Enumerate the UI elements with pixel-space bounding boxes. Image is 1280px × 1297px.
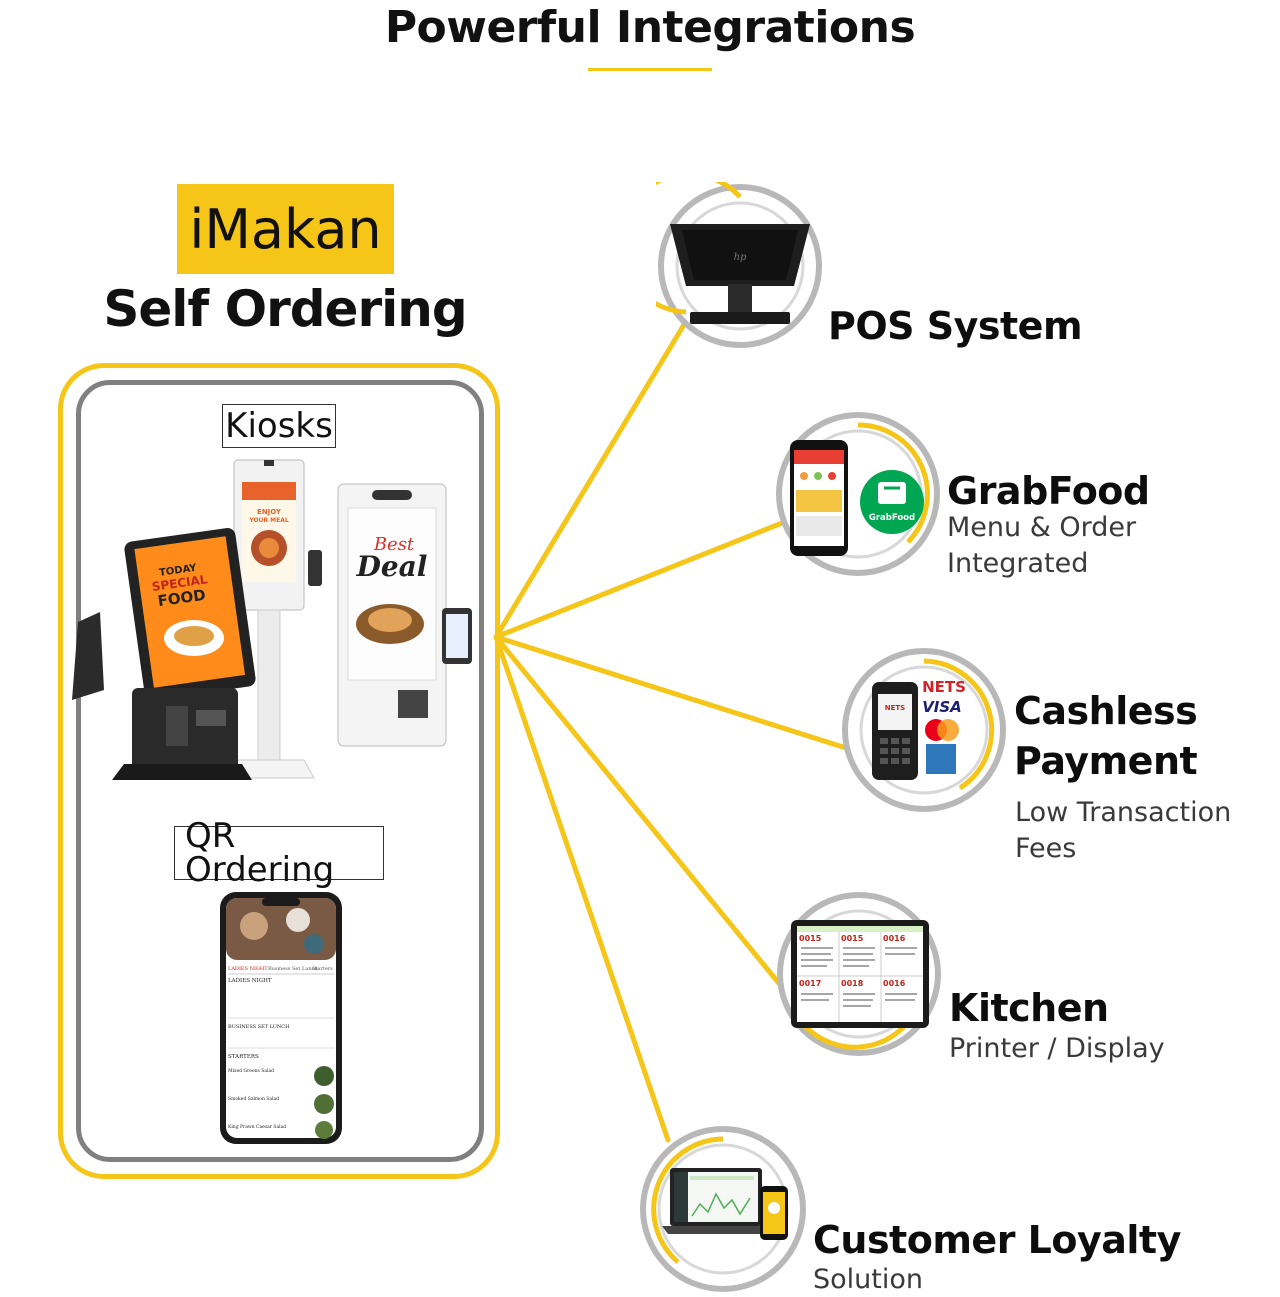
kiosk-mid-line1: ENJOY [257,508,282,516]
integration-loyalty-title: Customer Loyalty [813,1218,1181,1262]
integration-grabfood-title: GrabFood [947,469,1150,513]
integration-cashless-title: Cashless [1014,689,1198,733]
pos-terminal-icon: hp [670,224,810,324]
brand-logo-box: iMakan [177,184,394,274]
phone-icon [790,440,848,556]
kitchen-order-1: 0015 [799,934,822,943]
connector-loyalty [493,634,671,1143]
page-title: Powerful Integrations [384,2,916,53]
kiosk-right-script1: Best [373,534,415,555]
integration-kitchen-title: Kitchen [949,986,1109,1030]
svg-text:NETS: NETS [885,704,905,712]
integration-pos-title: POS System [828,304,1083,348]
self-ordering-inner-frame [76,380,484,1162]
connector-pos [493,315,691,640]
grabfood-badge-icon: GrabFood [860,470,924,534]
loyalty-phone-icon [760,1186,788,1240]
integration-grabfood-subtitle-1: Menu & Order [947,512,1137,543]
qr-ordering-label: QR Ordering [174,819,384,887]
qr-tab-3: Starters [312,966,333,972]
cashless-payment-node: NETS NETS VISA [842,648,1006,812]
card-brands-icon: NETS VISA [922,678,966,774]
title-underline [588,68,712,71]
kitchen-order-4: 0017 [799,979,821,988]
connector-kitchen [493,634,789,995]
countertop-kiosk-left: TODAY SPECIAL FOOD [72,528,256,780]
qr-tab-1: LADIES NIGHT [228,966,268,972]
integration-loyalty-subtitle: Solution [813,1264,923,1295]
kitchen-order-3: 0016 [883,934,906,943]
kitchen-order-2: 0015 [841,934,864,943]
kiosks-label: Kiosks [222,404,336,448]
kitchen-order-6: 0016 [883,979,906,988]
integration-grabfood-subtitle-2: Integrated [947,548,1089,579]
wall-kiosk-right: Best Deal [337,483,472,747]
qr-item-2: Smoked Salmon Salad [228,1096,279,1102]
connector-payment [493,634,849,751]
kiosk-left-line1: TODAY [158,563,198,579]
customer-loyalty-node [640,1126,806,1292]
qr-item-3: King Prawn Caesar Salad [228,1124,286,1130]
product-name: Self Ordering [103,280,467,338]
payment-terminal-icon: NETS [872,682,918,780]
qr-item-1: Mixed Greens Salad [228,1068,274,1074]
brand-nets: NETS [922,678,966,696]
laptop-icon [662,1168,770,1234]
svg-text:hp: hp [734,252,747,263]
kitchen-node: 0015 0015 0016 0017 0018 0016 [777,892,941,1056]
grabfood-badge-label: GrabFood [869,513,915,523]
qr-section-2: BUSINESS SET LUNCH [228,1024,290,1030]
kitchen-display-icon: 0015 0015 0016 0017 0018 0016 [791,920,929,1028]
qr-tab-2: Business Set Lunch [268,966,319,972]
kiosks-illustration: ENJOY YOUR MEAL Best Deal TODAY SPECIAL … [72,459,472,780]
integration-cashless-title-2: Payment [1014,739,1198,783]
connector-grabfood [493,516,795,640]
self-ordering-outer-frame [58,363,500,1179]
kiosk-right-script2: Deal [356,550,428,583]
brand-name: iMakan [189,197,382,261]
pos-system-node: hp [656,182,822,348]
integration-kitchen-subtitle: Printer / Display [949,1033,1165,1064]
integration-cashless-subtitle: Low Transaction Fees [1015,797,1232,865]
kitchen-order-5: 0018 [841,979,864,988]
kiosk-mid-line2: YOUR MEAL [248,517,289,524]
qr-section-1: LADIES NIGHT [228,978,272,984]
qr-section-3: STARTERS [228,1054,259,1060]
qr-phone-illustration: LADIES NIGHT Business Set Lunch Starters… [220,892,342,1144]
brand-visa: VISA [922,698,962,716]
grabfood-node: GrabFood [776,412,940,576]
